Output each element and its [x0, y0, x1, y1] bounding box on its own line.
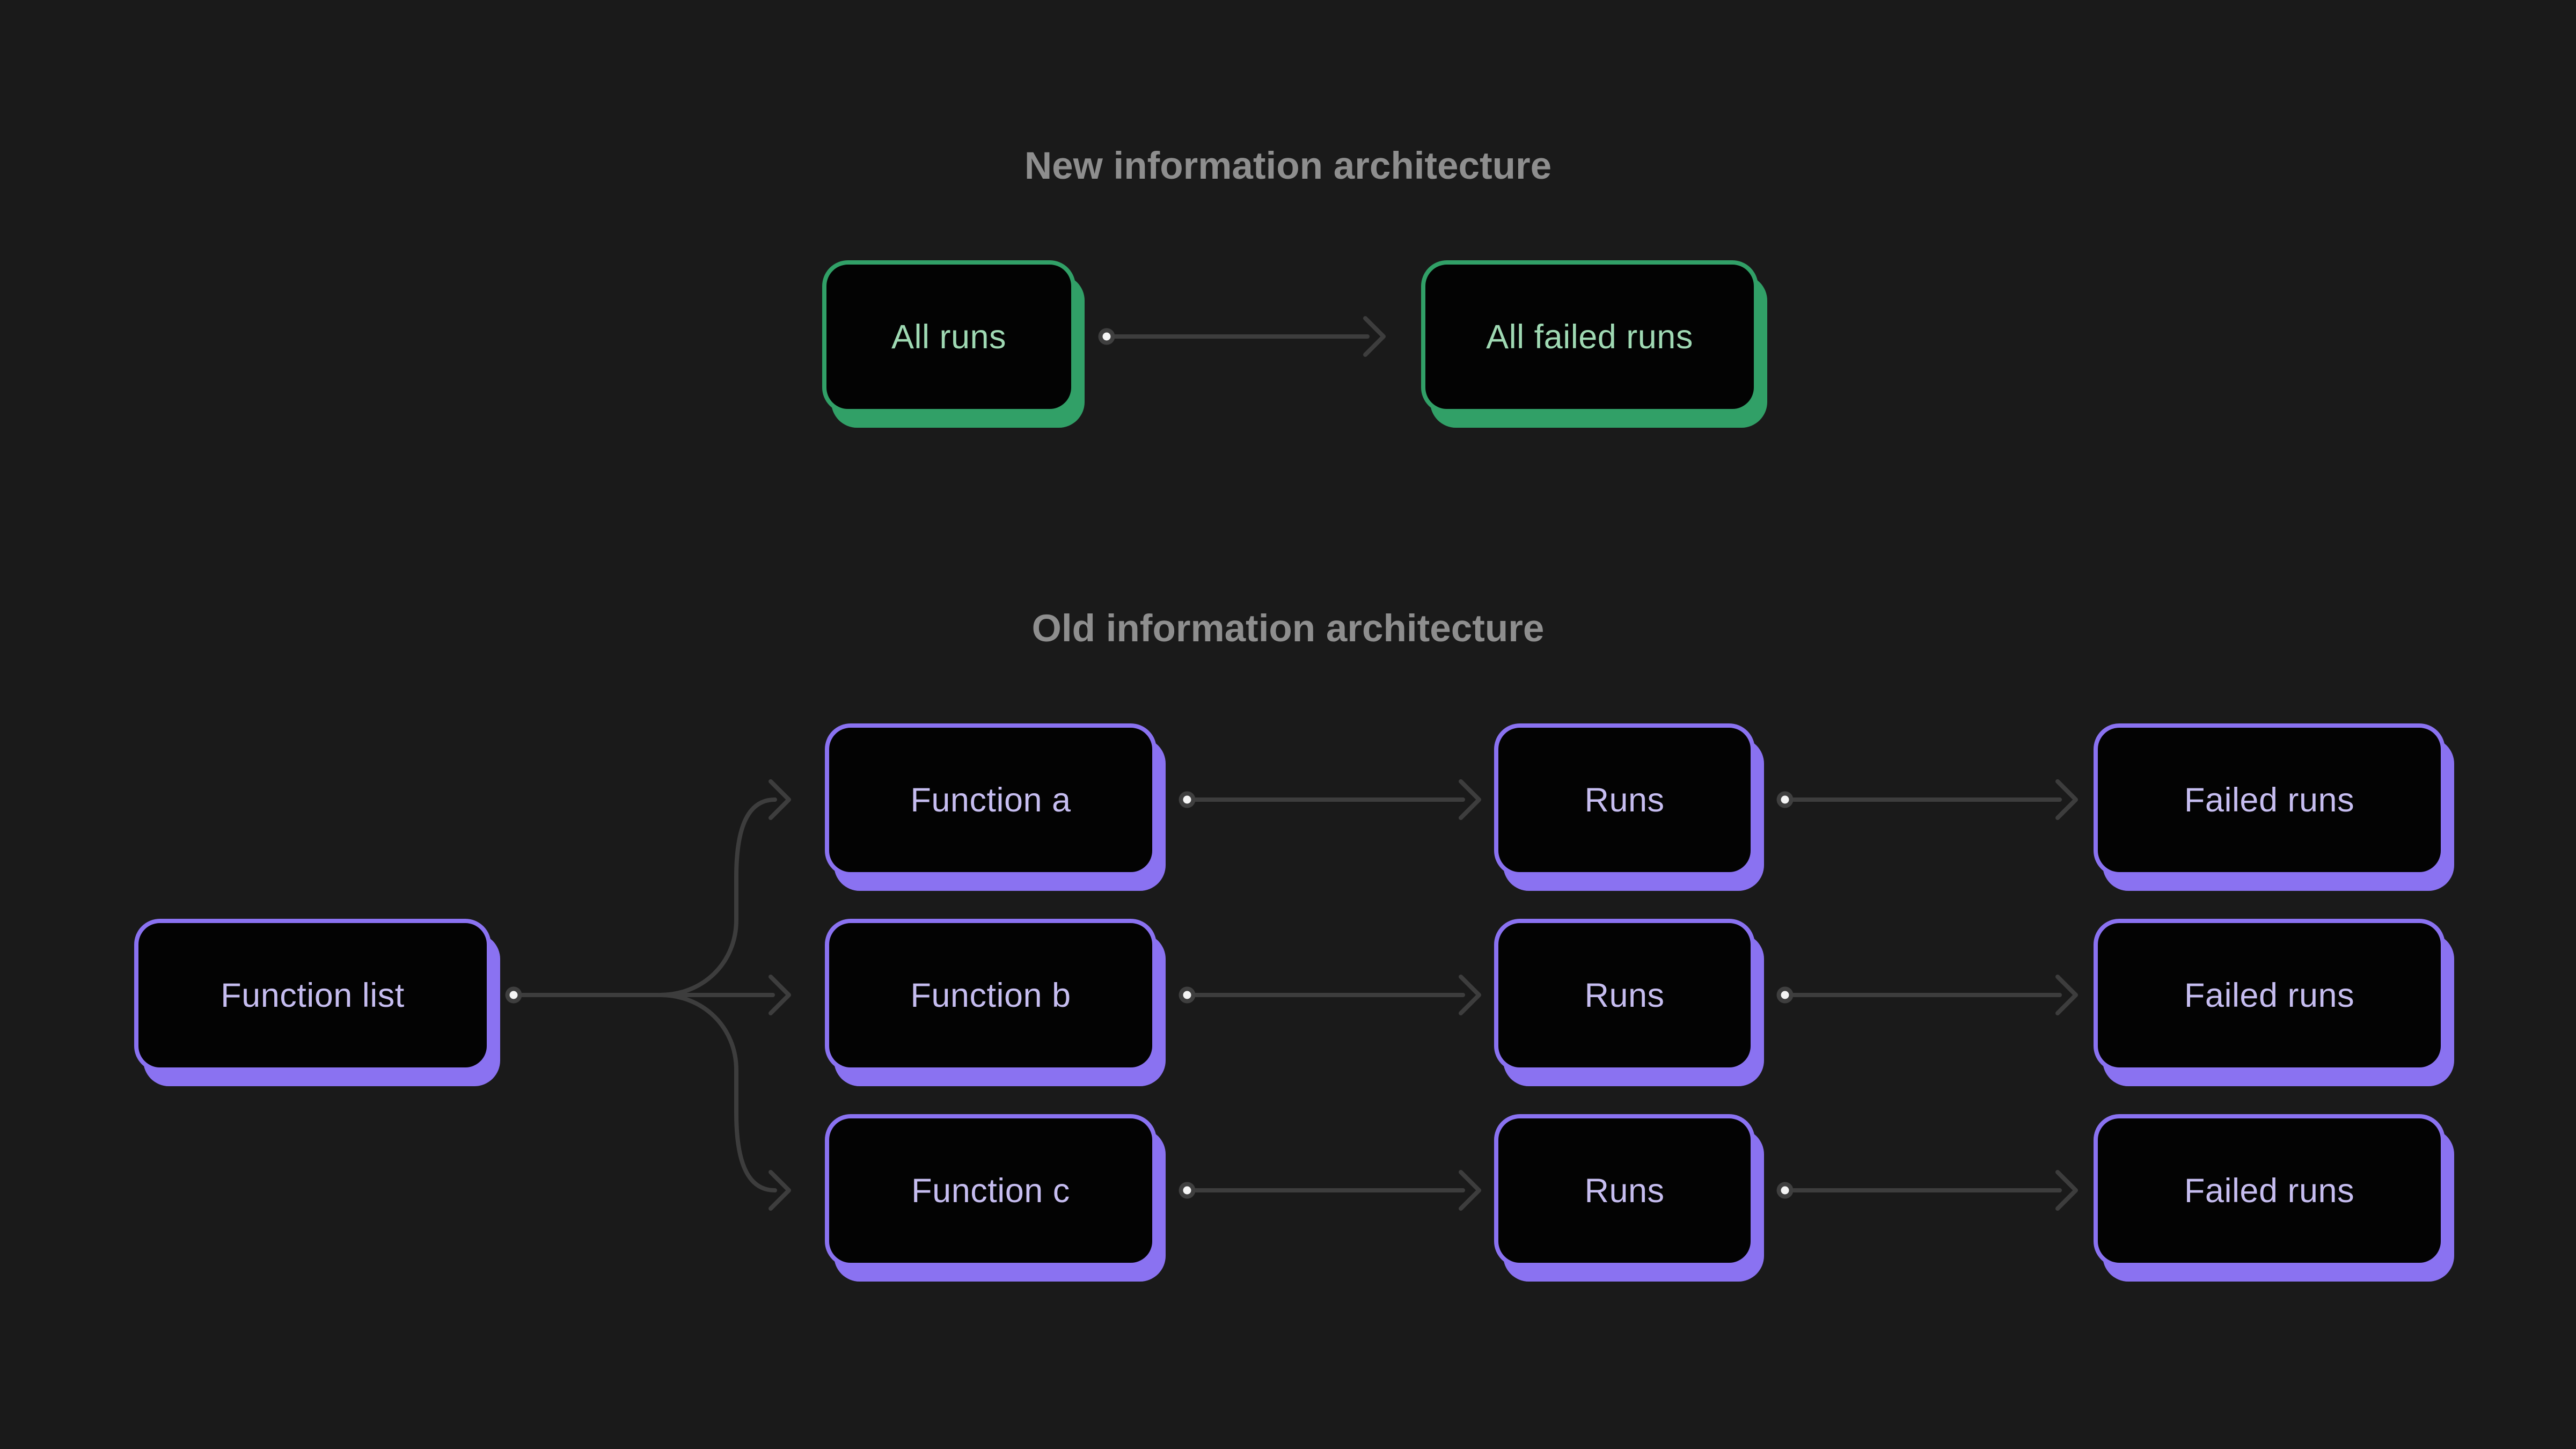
node-all-failed-runs: All failed runs [1421, 260, 1758, 413]
connector-dot-core [509, 991, 518, 999]
arrowhead-icon [2055, 975, 2078, 1015]
node-label: Failed runs [2184, 781, 2355, 819]
connector-runs-a-to-failed-runs [1776, 779, 2078, 820]
arrowhead-icon [1459, 1170, 1481, 1211]
node-label: Function a [910, 781, 1071, 819]
node-runs-b: Runs [1494, 919, 1755, 1072]
node-label: Function b [910, 976, 1071, 1014]
node-label: Runs [1584, 976, 1665, 1014]
node-failed-runs-a: Failed runs [2094, 723, 2445, 876]
node-function-a: Function a [825, 723, 1157, 876]
connector-dot-core [1781, 1186, 1789, 1195]
node-failed-runs-c: Failed runs [2094, 1114, 2445, 1267]
node-runs-a: Runs [1494, 723, 1755, 876]
arrowhead-icon [1363, 316, 1386, 357]
connector-all-runs-to-all-failed-runs [1098, 316, 1386, 357]
connector-runs-b-to-failed-runs [1776, 975, 2078, 1015]
connector-function-a-to-runs [1179, 779, 1481, 820]
node-label: Runs [1584, 1172, 1665, 1210]
new-section-title: New information architecture [1024, 145, 1552, 187]
arrowhead-icon [769, 779, 791, 820]
arrowhead-icon [769, 1170, 791, 1211]
connector-dot-core [1781, 795, 1789, 804]
node-runs-c: Runs [1494, 1114, 1755, 1267]
node-label: All runs [891, 318, 1007, 356]
connector-function-c-to-runs [1179, 1170, 1481, 1211]
arrowhead-icon [769, 975, 791, 1015]
arrowhead-icon [1459, 779, 1481, 820]
node-function-c: Function c [825, 1114, 1157, 1267]
connector-dot-core [1102, 332, 1111, 341]
connector-dot-core [1183, 1186, 1191, 1195]
node-label: All failed runs [1486, 318, 1693, 356]
connector-line-up [658, 797, 777, 997]
connector-runs-c-to-failed-runs [1776, 1170, 2078, 1211]
node-failed-runs-b: Failed runs [2094, 919, 2445, 1072]
arrowhead-icon [2055, 1170, 2078, 1211]
connector-dot-core [1183, 991, 1191, 999]
arrowhead-icon [1459, 975, 1481, 1015]
connector-line-down [658, 993, 777, 1192]
node-label: Runs [1584, 781, 1665, 819]
connector-dot-core [1183, 795, 1191, 804]
node-function-list: Function list [134, 919, 491, 1072]
old-section-title: Old information architecture [1031, 608, 1545, 650]
arrowhead-icon [2055, 779, 2078, 820]
node-label: Function c [911, 1172, 1070, 1210]
connector-function-list-branch [505, 779, 791, 1211]
node-label: Failed runs [2184, 976, 2355, 1014]
connector-function-b-to-runs [1179, 975, 1481, 1015]
node-all-runs: All runs [822, 260, 1075, 413]
node-label: Failed runs [2184, 1172, 2355, 1210]
connector-dot-core [1781, 991, 1789, 999]
node-label: Function list [221, 976, 405, 1014]
node-function-b: Function b [825, 919, 1157, 1072]
